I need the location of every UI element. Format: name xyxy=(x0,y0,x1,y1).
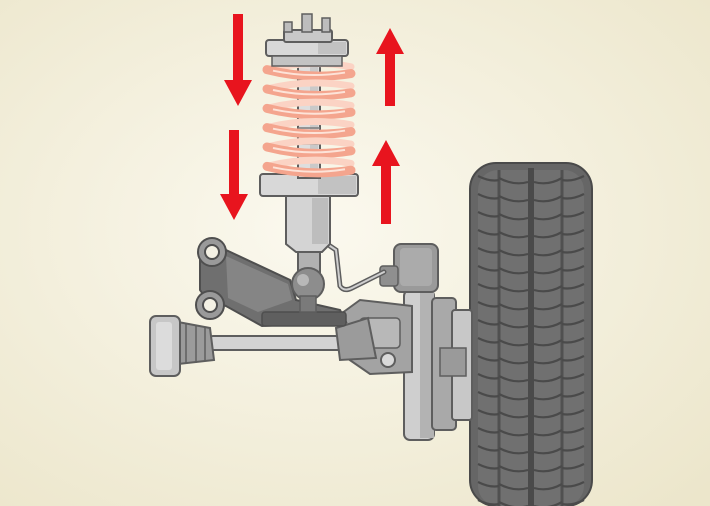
spring-coil-highlight xyxy=(272,108,346,115)
tire xyxy=(469,162,593,506)
tire-tread xyxy=(477,373,529,383)
arrow-down-icon xyxy=(224,14,252,106)
tire-tread xyxy=(533,247,585,257)
tire-tread xyxy=(533,409,585,419)
tire-tread xyxy=(533,373,585,383)
top-mount xyxy=(265,13,349,67)
tire-tread xyxy=(477,337,529,347)
tire-tread xyxy=(477,481,529,491)
spring-coil-highlight xyxy=(272,166,346,173)
tire-tread xyxy=(477,499,528,506)
tire-tread xyxy=(533,211,585,221)
tire-tread xyxy=(533,175,585,185)
spring-coil-highlight xyxy=(272,127,346,135)
tire-tread xyxy=(477,391,529,401)
brake-caliper xyxy=(379,243,439,293)
tire-tread xyxy=(534,499,585,506)
tire-tread xyxy=(477,427,529,437)
tire-tread xyxy=(477,229,529,239)
tire-tread xyxy=(477,445,529,455)
arrow-up-icon xyxy=(376,28,404,106)
tire-tread xyxy=(533,283,585,293)
tire-tread xyxy=(533,229,585,239)
tire-tread xyxy=(533,319,585,329)
tire-tread xyxy=(533,193,585,203)
spring-coil-highlight xyxy=(272,89,346,96)
tire-tread xyxy=(477,247,529,257)
tire-tread xyxy=(533,337,585,347)
tire-tread xyxy=(477,211,529,221)
tire-tread xyxy=(477,409,529,419)
brake-rotor xyxy=(403,289,473,441)
tire-tread xyxy=(533,391,585,401)
tire-tread xyxy=(533,355,585,365)
tire-tread xyxy=(477,301,529,311)
tire-tread xyxy=(533,481,585,491)
tire-tread xyxy=(533,463,585,473)
arrow-up-icon xyxy=(372,140,400,224)
coil-spring xyxy=(262,60,356,178)
tire-tread xyxy=(477,175,529,185)
tire-tread xyxy=(477,319,529,329)
tire-tread xyxy=(533,445,585,455)
tire-tread xyxy=(533,265,585,275)
tire-tread xyxy=(477,283,529,293)
tire-tread xyxy=(533,301,585,311)
cv-axle xyxy=(149,315,378,377)
arrow-down-icon xyxy=(220,130,248,220)
spring-coil-highlight xyxy=(272,147,346,154)
tire-tread xyxy=(533,427,585,437)
control-arm xyxy=(195,237,348,328)
spring-coil-highlight xyxy=(272,69,346,77)
tire-tread xyxy=(477,265,529,275)
tire-tread xyxy=(477,463,529,473)
tire-tread xyxy=(477,355,529,365)
tire-tread xyxy=(477,193,529,203)
